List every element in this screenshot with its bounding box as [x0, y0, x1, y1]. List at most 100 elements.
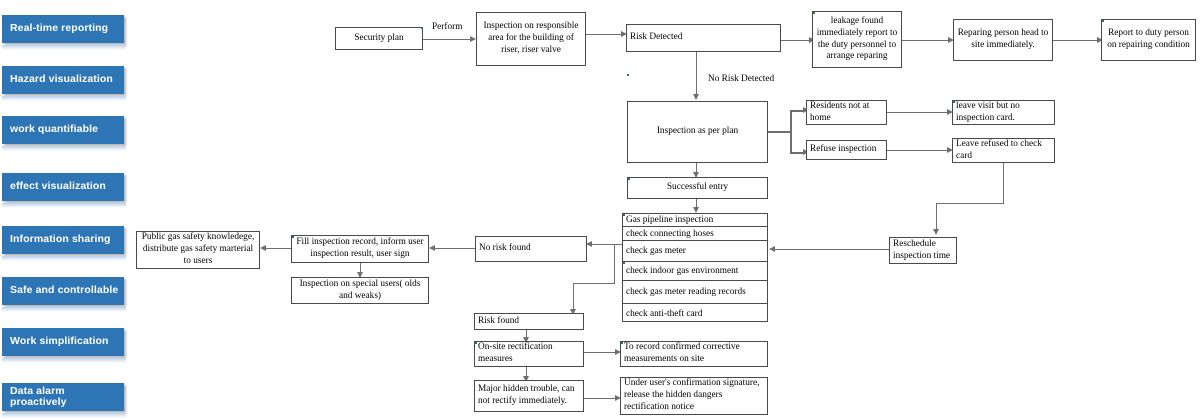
sidebar-item-label: Information sharing: [10, 233, 111, 246]
arrowhead-down: [692, 94, 699, 100]
arrowhead-right: [948, 36, 954, 43]
node-risk-found[interactable]: Risk found: [474, 313, 584, 330]
green-marker-dot: [621, 342, 623, 344]
node-fill-inspection-record[interactable]: Fill inspection record, inform user insp…: [291, 235, 429, 263]
node-reparing-person-head[interactable]: Reparing person head to site immediately…: [953, 19, 1053, 61]
node-leakage-found[interactable]: leakage found immediately report to the …: [812, 11, 902, 68]
edge-risk-to-leakage: [781, 40, 811, 41]
edge-risk-down: [696, 52, 697, 96]
node-special-users[interactable]: Inspection on special users( olds and we…: [291, 277, 429, 304]
sidebar-item-label: Real-time reporting: [10, 22, 109, 35]
checklist-row[interactable]: Gas pipeline inspection: [623, 214, 767, 227]
edge-checklist-to-riskfound-v: [573, 283, 574, 311]
edge-norisk-to-fillrecord: [432, 248, 475, 249]
edge-residents-to-leave-visit: [887, 112, 949, 113]
sidebar-item-label: Safe and controllable: [10, 284, 119, 297]
arrowhead-right: [947, 108, 953, 115]
node-successful-entry[interactable]: Successful entry: [627, 177, 768, 199]
green-marker-dot: [292, 236, 294, 238]
node-risk-detected[interactable]: Risk Detected: [626, 24, 781, 52]
checklist-row[interactable]: check gas meter: [623, 241, 767, 262]
node-leave-visit-no-card[interactable]: leave visit but no inspection card.: [952, 100, 1055, 125]
checklist-row[interactable]: check connecting hoses: [623, 227, 767, 241]
green-marker-dot: [953, 101, 955, 103]
node-inspection-as-per-plan[interactable]: Inspection as per plan: [627, 101, 768, 163]
node-reschedule-inspection-time[interactable]: Reschedule inspection time: [889, 237, 957, 264]
node-major-hidden-trouble[interactable]: Major hidden trouble, can not rectify im…: [474, 380, 584, 412]
sidebar-item-label: Hazard visualization: [10, 73, 113, 86]
sidebar-item-label: work quantifiable: [10, 123, 99, 136]
sidebar-item-work-simplification[interactable]: Work simplification: [2, 328, 126, 363]
edge-plan-to-residents: [790, 110, 804, 112]
sidebar-item-label: Data alarm proactively: [10, 384, 67, 408]
arrowhead-down: [569, 309, 576, 315]
arrowhead-left: [260, 244, 266, 251]
arrowhead-left: [769, 245, 775, 252]
node-public-gas-safety[interactable]: Public gas safety knowledege, distribute…: [136, 231, 260, 269]
arrowhead-left: [586, 240, 592, 247]
node-record-corrective[interactable]: To record confirmed corrective measureme…: [620, 341, 768, 367]
arrowhead-down: [356, 272, 363, 278]
sidebar-item-hazard-visualization[interactable]: Hazard visualization: [2, 66, 126, 101]
edge-inspection-to-risk: [586, 34, 623, 35]
node-security-plan[interactable]: Security plan: [335, 27, 423, 50]
edge-label-no-risk-detected: No Risk Detected: [708, 74, 775, 84]
edge-onsite-to-major: [526, 367, 527, 378]
edge-leaverefused-left: [936, 203, 1004, 204]
node-inspection-responsible-area[interactable]: Inspection on responsible area for the b…: [476, 12, 586, 66]
edge-label-perform: Perform: [432, 22, 463, 32]
node-no-risk-found[interactable]: No risk found: [475, 236, 587, 262]
edge-security-to-inspection: [423, 39, 471, 40]
sidebar-item-real-time-reporting[interactable]: Real-time reporting: [2, 15, 126, 50]
arrowhead-down: [932, 229, 939, 235]
arrowhead-right: [621, 30, 627, 37]
edge-leaverefused-down: [1003, 163, 1004, 203]
sidebar-item-effect-visualization[interactable]: effect visualization: [2, 173, 126, 208]
sidebar-item-safe-and-controllable[interactable]: Safe and controllable: [2, 277, 126, 312]
edge-checklist-to-riskfound-h: [573, 283, 615, 284]
arrowhead-right: [1097, 36, 1103, 43]
edge-successful-to-checklist: [696, 199, 697, 209]
checklist-row[interactable]: check anti-theft card: [626, 308, 703, 319]
edge-major-to-release: [584, 398, 617, 399]
sidebar-item-label: Work simplification: [10, 335, 109, 348]
edge-reschedule-to-checklist: [771, 249, 889, 250]
arrowhead-down: [692, 207, 699, 213]
edge-reparing-to-report: [1053, 40, 1099, 41]
arrowhead-left: [429, 244, 435, 251]
node-onsite-rectification[interactable]: On-site rectification measures: [474, 341, 584, 367]
node-refuse-inspection[interactable]: Refuse inspection: [806, 140, 887, 160]
edge-checklist-to-norisk: [589, 244, 622, 245]
node-leave-refused-check-card[interactable]: Leave refused to check card: [952, 138, 1055, 163]
sidebar-item-label: effect visualization: [10, 180, 106, 193]
green-marker-dot: [628, 178, 630, 180]
node-release-notice[interactable]: Under user's confirmation signature, rel…: [620, 377, 768, 415]
edge-fillrecord-to-special: [360, 263, 361, 275]
checklist-row[interactable]: check gas meter reading records: [623, 281, 767, 304]
arrowhead-down: [522, 337, 529, 343]
sidebar-item-information-sharing[interactable]: Information sharing: [2, 226, 126, 261]
edge-leakage-to-reparing: [902, 40, 950, 41]
edge-to-reschedule-down: [936, 203, 937, 231]
edge-refuse-to-leave-refused: [887, 150, 949, 151]
green-marker-dot: [475, 342, 477, 344]
sidebar-item-work-quantifiable[interactable]: work quantifiable: [2, 116, 126, 151]
green-marker-dot: [623, 262, 625, 264]
arrowhead-right: [947, 146, 953, 153]
arrowhead-right: [615, 394, 621, 401]
green-marker-dot: [813, 12, 815, 14]
edge-plan-branch-trunk: [790, 110, 792, 153]
edge-plan-to-successful: [696, 163, 697, 175]
edge-fillrecord-to-public: [263, 248, 291, 249]
checklist-row[interactable]: check indoor gas environment: [623, 262, 767, 281]
arrowhead-right: [470, 35, 476, 42]
arrowhead-down: [692, 172, 699, 178]
edge-riskfound-to-onsite: [526, 330, 527, 339]
arrowhead-right: [615, 348, 621, 355]
node-residents-not-home[interactable]: Residents not at home: [806, 100, 887, 125]
sidebar-item-data-alarm-proactively[interactable]: Data alarm proactively: [2, 383, 126, 418]
edge-plan-branch-stem: [768, 131, 790, 133]
node-report-duty-person[interactable]: Report to duty person on repairing condi…: [1101, 19, 1196, 61]
edge-onsite-to-record: [584, 352, 617, 353]
